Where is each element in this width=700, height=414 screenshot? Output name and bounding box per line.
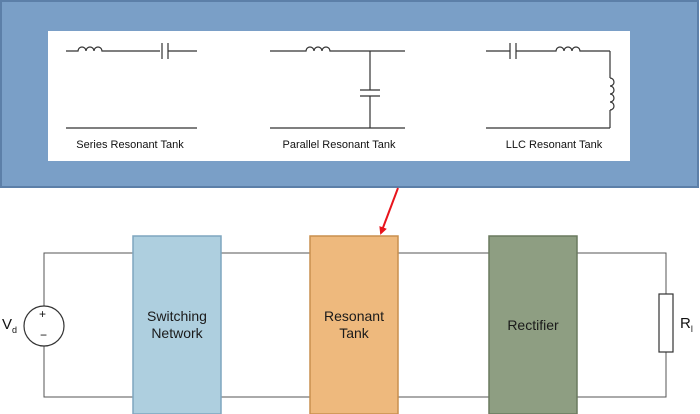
rectifier-label-line1: Rectifier <box>507 316 559 333</box>
callout-arrow <box>379 187 399 235</box>
resonant-tank-label-line1: Resonant <box>324 308 384 324</box>
parallel-resonant-tank-label: Parallel Resonant Tank <box>282 139 396 151</box>
voltage-source-symbol <box>23 305 65 347</box>
rectifier-label: Rectifier <box>489 236 577 414</box>
series-resonant-tank-schematic <box>66 43 197 129</box>
switching-network-label: Switching Network <box>133 236 221 414</box>
resonant-tank-label: Resonant Tank <box>310 236 398 414</box>
source-top-wire <box>43 252 133 306</box>
llc-resonant-tank-schematic <box>486 43 615 129</box>
main-circuit-wires <box>43 252 667 398</box>
series-resonant-tank-label: Series Resonant Tank <box>76 139 184 151</box>
parallel-resonant-tank-schematic <box>270 46 405 129</box>
rectifier-block <box>488 235 578 414</box>
load-resistance-subscript: l <box>690 324 693 334</box>
source-minus-sign: − <box>40 328 48 342</box>
llc-tank-shunt-inductor <box>609 77 615 111</box>
resonant-tank-block <box>309 235 399 414</box>
rectifier-to-load-bottom-wire <box>577 352 667 398</box>
load-resistor-symbol <box>658 293 674 353</box>
resonant-tank-label-line2: Tank <box>339 325 369 341</box>
switching-network-label-line1: Switching <box>147 308 207 324</box>
load-resistance-label: Rl <box>680 315 693 334</box>
series-tank-inductor <box>66 46 160 52</box>
source-voltage-symbol: V <box>2 316 13 333</box>
source-bottom-wire <box>43 346 133 398</box>
source-voltage-label: Vd <box>2 316 17 335</box>
switching-network-block <box>132 235 222 414</box>
rectifier-to-load-top-wire <box>577 252 667 294</box>
load-resistance-symbol: R <box>680 315 691 332</box>
llc-resonant-tank-label: LLC Resonant Tank <box>505 139 603 151</box>
switching-network-label-line2: Network <box>151 325 203 341</box>
source-plus-sign: + <box>39 307 47 321</box>
source-voltage-subscript: d <box>12 325 18 335</box>
llc-tank-series-inductor <box>516 46 610 52</box>
tank-variants-card <box>48 31 630 161</box>
parallel-tank-inductor <box>270 46 405 52</box>
